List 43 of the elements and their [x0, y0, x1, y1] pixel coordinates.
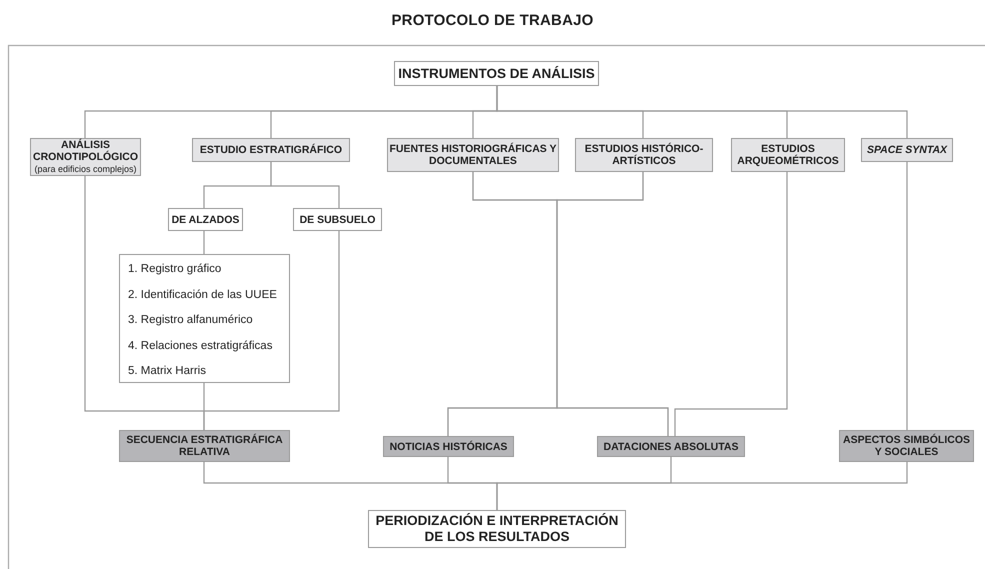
- box-label: DE SUBSUELO: [300, 214, 376, 226]
- process-box: [387, 138, 559, 172]
- process-box: [168, 208, 243, 231]
- connector-line: [270, 162, 340, 208]
- box-label: ESTUDIOS HISTÓRICO-ARTÍSTICOS: [584, 143, 704, 167]
- process-box: [192, 138, 350, 162]
- process-box: [119, 430, 290, 462]
- steps-list-box: [119, 254, 290, 383]
- connector-line: [203, 231, 205, 254]
- box-label: ESTUDIO ESTRATIGRÁFICO: [200, 144, 342, 156]
- process-box: [861, 138, 953, 162]
- connector-line: [203, 383, 205, 430]
- process-box: [575, 138, 713, 172]
- process-box: [30, 138, 141, 176]
- box-label: DE ALZADOS: [172, 214, 240, 226]
- process-box: [293, 208, 382, 231]
- box-label: PERIODIZACIÓN E INTERPRETACIÓN DE LOS RESULTADOS: [374, 513, 620, 545]
- connector-line: [556, 172, 669, 436]
- box-label: DATACIONES ABSOLUTAS: [604, 440, 738, 452]
- box-label: ANÁLISIS CRONOTIPOLÓGICO: [32, 139, 139, 163]
- box-label: SECUENCIA ESTRATIGRÁFICA RELATIVA: [125, 434, 284, 458]
- box-label: ESTUDIOS ARQUEOMÉTRICOS: [736, 143, 840, 167]
- process-box: [731, 138, 845, 172]
- list-item: 5. Matrix Harris: [128, 364, 206, 378]
- box-label: NOTICIAS HISTÓRICAS: [390, 440, 508, 452]
- diagram-title: PROTOCOLO DE TRABAJO: [390, 12, 595, 29]
- box-note: (para edificios complejos): [34, 163, 137, 175]
- box-label: FUENTES HISTORIOGRÁFICAS Y DOCUMENTALES: [388, 143, 558, 167]
- connector-line: [906, 162, 908, 430]
- box-label: SPACE SYNTAX: [866, 144, 948, 156]
- list-item: 4. Relaciones estratigráficas: [128, 338, 272, 352]
- process-box: [383, 436, 514, 457]
- connector-line: [496, 86, 908, 138]
- box-label: INSTRUMENTOS DE ANÁLISIS: [398, 66, 595, 82]
- process-box: [394, 61, 599, 86]
- list-item: 1. Registro gráfico: [128, 262, 222, 276]
- list-item: 2. Identificación de las UUEE: [128, 288, 277, 302]
- box-label: ASPECTOS SIMBÓLICOS Y SOCIALES: [842, 434, 971, 458]
- connector-line: [496, 462, 908, 510]
- list-item: 3. Registro alfanumérico: [128, 313, 253, 327]
- process-box: [597, 436, 745, 457]
- connector-line: [674, 172, 788, 436]
- process-box: [368, 510, 626, 548]
